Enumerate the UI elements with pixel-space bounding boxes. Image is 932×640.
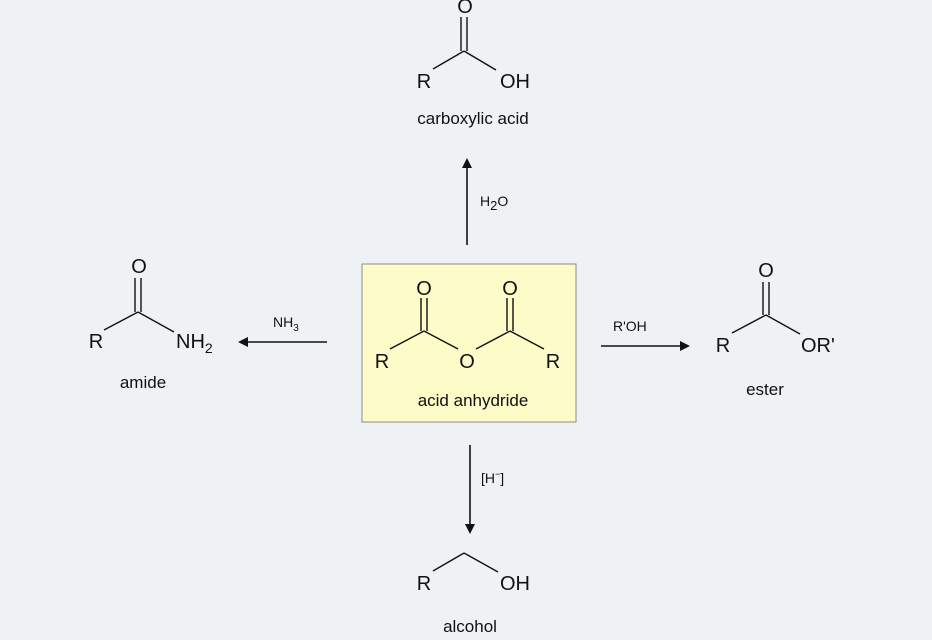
atom-r: R [375, 351, 389, 373]
bond [137, 311, 175, 333]
bond [432, 552, 465, 572]
caption-acid-anhydride: acid anhydride [418, 391, 529, 410]
atom-oxygen: O [502, 278, 518, 300]
atom-oxygen: O [131, 256, 147, 278]
atom-r: R [417, 573, 431, 595]
atom-hydroxyl: OH [500, 71, 530, 93]
reagent-alcohol: R'OH [613, 318, 647, 334]
bond [103, 311, 139, 331]
atom-oxygen-bridge: O [459, 351, 475, 373]
bond [423, 330, 459, 350]
atom-amino: NH2 [176, 331, 213, 356]
reagent-hydride: [H−] [481, 469, 504, 486]
acid-anhydride-panel: O O O R R acid anhydride [361, 263, 577, 423]
atom-hydroxyl: OH [500, 573, 530, 595]
bond [389, 330, 425, 350]
atom-r: R [546, 351, 560, 373]
bond [731, 314, 767, 334]
atom-r: R [716, 335, 730, 357]
bond [509, 330, 545, 350]
atom-r: R [417, 71, 431, 93]
reagent-ammonia: NH3 [273, 314, 299, 334]
caption-carboxylic-acid: carboxylic acid [417, 109, 529, 128]
caption-alcohol: alcohol [443, 617, 497, 636]
reagent-water: H2O [480, 193, 508, 213]
anhydride-box [361, 263, 577, 423]
atom-oxygen: O [457, 0, 473, 18]
atom-oxygen: O [758, 260, 774, 282]
atom-alkoxy: OR' [801, 335, 835, 357]
bond [475, 330, 511, 350]
amide-molecule: O R NH2 amide [89, 256, 213, 392]
bond [432, 50, 465, 70]
bond [463, 50, 497, 71]
ester-molecule: O R OR' ester [716, 260, 835, 399]
bond [463, 552, 499, 573]
caption-ester: ester [746, 380, 784, 399]
alcohol-molecule: R OH alcohol [417, 552, 530, 636]
atom-r: R [89, 331, 103, 353]
caption-amide: amide [120, 373, 166, 392]
atom-oxygen: O [416, 278, 432, 300]
bond [765, 314, 801, 335]
carboxylic-acid-molecule: O R OH carboxylic acid [417, 0, 530, 128]
